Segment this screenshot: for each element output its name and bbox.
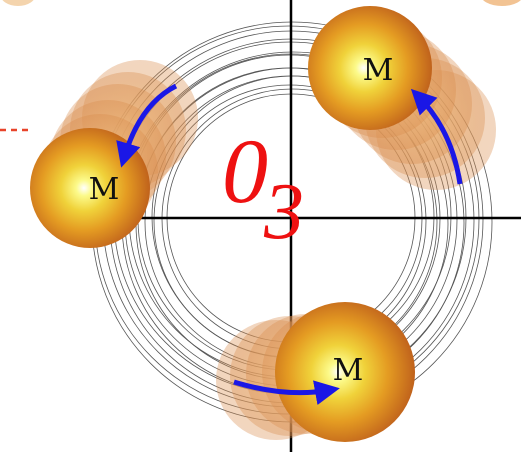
orbit-label-subscript: 3 — [263, 168, 304, 256]
orbit-label-main: 0 — [222, 120, 268, 222]
edge-ghosts — [0, 0, 521, 6]
mass-label: M — [363, 53, 394, 88]
mass-top-right: M — [308, 6, 496, 190]
mass-label: M — [89, 172, 120, 207]
mass-label: M — [333, 353, 364, 388]
mass-left: M — [30, 60, 198, 248]
mass-bottom: M — [216, 302, 415, 442]
